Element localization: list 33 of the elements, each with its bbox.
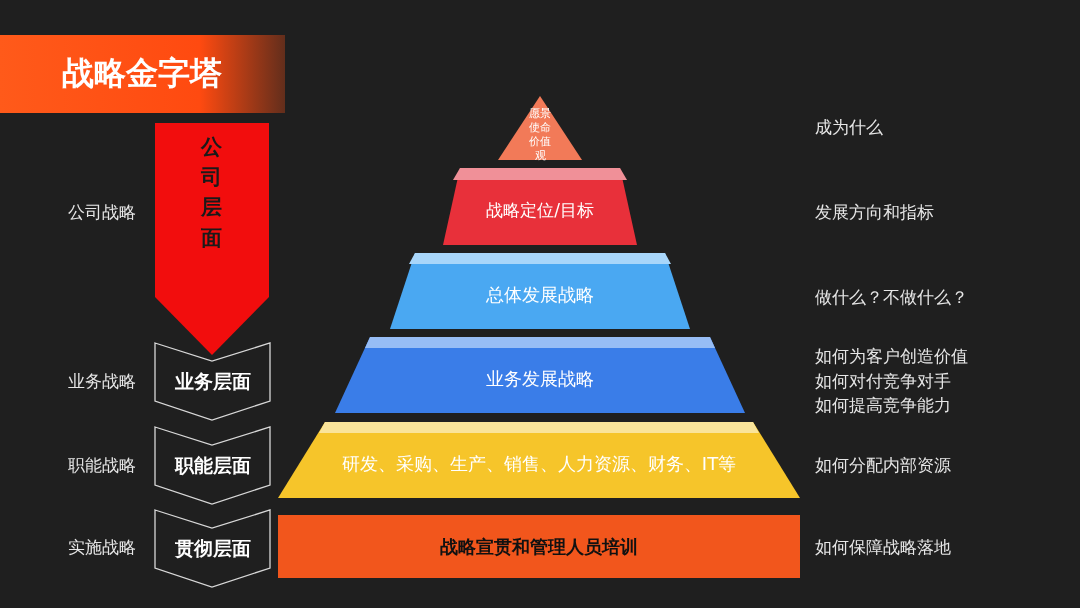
strategy-label: 职能战略 (68, 453, 136, 477)
description-text: 成为什么 (815, 115, 883, 139)
description-text: 如何为客户创造价值 (815, 344, 968, 368)
level-label: 业务层面 (173, 368, 252, 394)
description-text: 如何保障战略落地 (815, 535, 951, 559)
pyramid-tier (278, 422, 800, 498)
level-label: 公司层面 (201, 133, 223, 253)
level-label: 职能层面 (173, 452, 252, 478)
tier-label: 战略定位/目标 (485, 198, 595, 222)
tier-label: 愿景使命价值观 (528, 106, 552, 162)
pyramid-top (498, 96, 582, 160)
tier-label: 总体发展战略 (485, 282, 595, 307)
description-text: 发展方向和指标 (815, 200, 934, 224)
chevron-outline (155, 510, 270, 587)
description-text: 如何提高竞争能力 (815, 393, 951, 417)
chevron-outline (155, 427, 270, 504)
description-text: 做什么？不做什么？ (815, 285, 968, 309)
tier-label: 研发、采购、生产、销售、人力资源、财务、IT等 (340, 451, 738, 476)
chevron-outline (155, 343, 270, 420)
pyramid-tier (335, 337, 745, 413)
strategy-label: 公司战略 (68, 200, 136, 224)
tier-label: 业务发展战略 (485, 366, 595, 391)
base-bar (278, 515, 800, 578)
strategy-label: 业务战略 (68, 369, 136, 393)
down-arrow (155, 123, 269, 355)
description-text: 如何对付竞争对手 (815, 369, 951, 393)
pyramid-tier (390, 253, 690, 329)
description-text: 如何分配内部资源 (815, 453, 951, 477)
tier-label: 战略宣贯和管理人员培训 (439, 534, 639, 559)
level-label: 贯彻层面 (173, 535, 252, 561)
strategy-label: 实施战略 (68, 535, 136, 559)
title: 战略金字塔 (62, 53, 222, 94)
pyramid-tier (443, 168, 637, 245)
